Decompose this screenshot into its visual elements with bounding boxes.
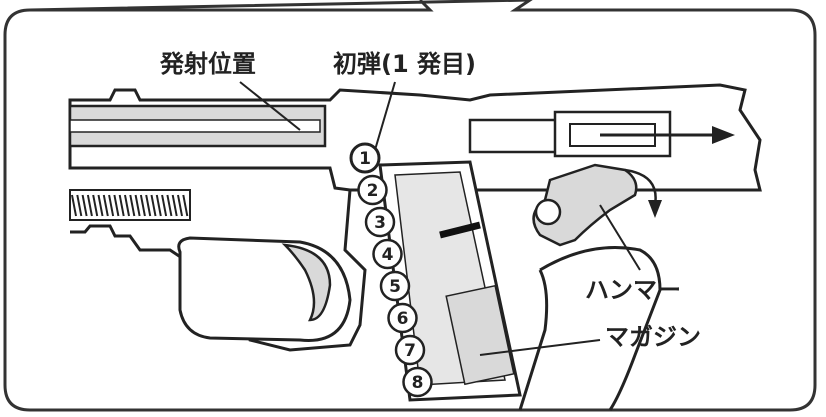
recoil-spring (71, 194, 189, 217)
round-8: 8 (402, 366, 433, 398)
round-6: 6 (387, 302, 418, 334)
round-number: 3 (374, 213, 386, 233)
rotation-arrow-head-icon (648, 200, 662, 218)
spring-coil (171, 194, 178, 217)
rounds-stack: 1 2 3 4 5 6 7 8 (349, 142, 433, 398)
round-number: 1 (359, 149, 371, 169)
leader-firing-position (239, 81, 301, 131)
round-circle (394, 334, 426, 366)
leader-magazine (479, 339, 601, 356)
round-7: 7 (394, 334, 426, 366)
label-firing-position: 発射位置 (159, 50, 256, 78)
grip (518, 246, 662, 411)
spring-coil (145, 194, 152, 217)
spring-coil (102, 194, 109, 217)
label-first-round: 初弾(1 発目) (333, 50, 476, 78)
spring-coil (161, 194, 168, 217)
spring-coil (71, 194, 77, 217)
round-circle (357, 174, 388, 206)
round-number: 5 (389, 277, 401, 297)
spring-coil (139, 194, 146, 217)
label-hammer: ハンマー (585, 276, 681, 304)
spring-coil (129, 194, 136, 217)
barrel-bore (69, 119, 321, 133)
magazine-follower (445, 284, 515, 386)
spring-coil (97, 194, 104, 217)
spring-coil (118, 194, 125, 217)
round-number: 4 (382, 245, 394, 265)
spring-coil (108, 194, 115, 217)
round-number: 8 (412, 373, 424, 393)
leader-first-round (374, 81, 396, 151)
magazine-latch (439, 221, 481, 239)
spring-coil (86, 194, 93, 217)
label-magazine: マガジン (605, 323, 701, 351)
spring-coil (155, 194, 162, 217)
hammer (532, 163, 638, 247)
arrow-head-icon (712, 126, 735, 144)
round-2: 2 (357, 174, 388, 206)
round-number: 7 (404, 341, 416, 361)
spring-coil (124, 194, 130, 217)
spring-coil (150, 194, 157, 217)
round-number: 6 (397, 309, 409, 329)
spring-coil (182, 194, 189, 217)
round-circle (349, 142, 381, 174)
round-1: 1 (349, 142, 381, 174)
spring-coil (166, 194, 173, 217)
round-number: 2 (367, 181, 379, 201)
round-circle (364, 206, 396, 238)
round-4: 4 (372, 238, 403, 270)
spring-coil (134, 194, 141, 217)
leader-hammer (599, 204, 641, 271)
trigger (281, 243, 332, 322)
round-circle (379, 270, 411, 302)
spring-coil (92, 194, 99, 217)
round-5: 5 (379, 270, 411, 302)
spring-coil (76, 194, 83, 217)
round-3: 3 (364, 206, 396, 238)
spring-coil (113, 194, 120, 217)
spring-coil (81, 194, 88, 217)
spring-coil (177, 194, 183, 217)
frame-border (3, 0, 817, 412)
hammer-pin (534, 198, 562, 226)
round-circle (402, 366, 433, 398)
guide-rod-1 (468, 118, 562, 154)
round-circle (387, 302, 418, 334)
round-circle (372, 238, 403, 270)
spring-housing (69, 189, 191, 221)
